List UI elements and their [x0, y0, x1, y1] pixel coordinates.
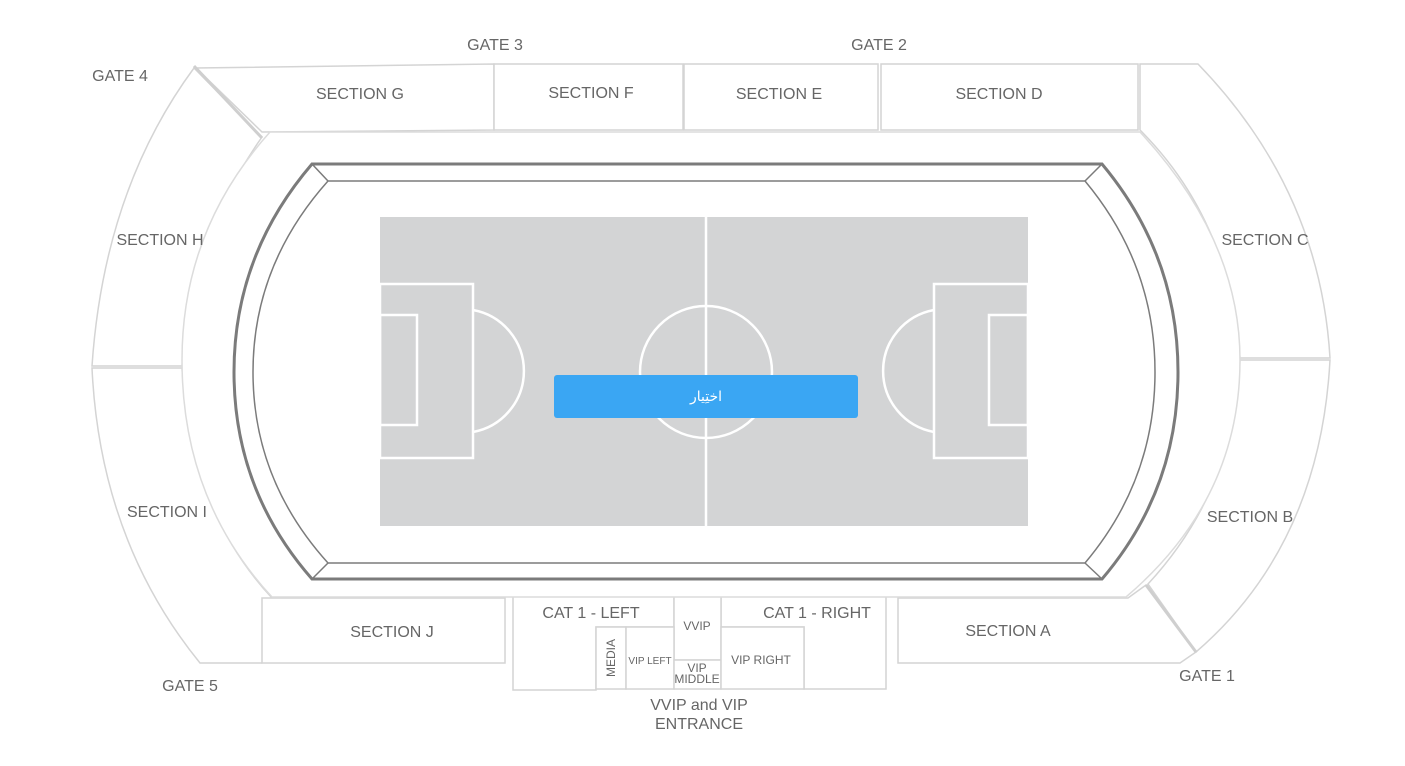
vip-middle-label-1: VIP [687, 661, 706, 675]
cat1-right-label: CAT 1 - RIGHT [763, 605, 871, 622]
entrance-label-1: VVIP and VIP [650, 697, 748, 714]
section-g-label: SECTION G [316, 86, 404, 103]
section-e-label: SECTION E [736, 86, 822, 103]
cat1-left-label: CAT 1 - LEFT [542, 605, 639, 622]
media-label: MEDIA [604, 639, 618, 677]
gate-4-label: GATE 4 [92, 68, 148, 85]
vip-right-label: VIP RIGHT [731, 653, 791, 667]
vip-right-area[interactable] [720, 626, 805, 690]
section-c-label: SECTION C [1221, 232, 1308, 249]
section-e-area[interactable] [683, 63, 879, 131]
section-a-label: SECTION A [965, 623, 1051, 640]
section-c-area[interactable] [1139, 63, 1331, 359]
gate-1-edge [1144, 584, 1198, 653]
entrance-label-2: ENTRANCE [655, 716, 743, 733]
section-f-label: SECTION F [548, 85, 634, 102]
gate-5-label: GATE 5 [162, 678, 218, 695]
gate-3-label: GATE 3 [467, 37, 523, 54]
section-d-label: SECTION D [955, 86, 1042, 103]
section-i-label: SECTION I [127, 504, 207, 521]
pitch [378, 217, 1030, 526]
section-j-label: SECTION J [350, 624, 434, 641]
gate-4-edge [192, 64, 264, 140]
section-d-area[interactable] [880, 63, 1139, 131]
vip-middle-label-2: MIDDLE [674, 672, 719, 686]
vip-left-area[interactable] [625, 626, 675, 690]
section-f-area[interactable] [493, 63, 684, 131]
section-b-label: SECTION B [1207, 509, 1293, 526]
vvip-label: VVIP [683, 619, 710, 633]
section-j-area[interactable] [261, 597, 506, 664]
vip-left-label: VIP LEFT [628, 656, 671, 667]
select-button[interactable]: اختِيار [554, 375, 858, 418]
gate-1-label: GATE 1 [1179, 668, 1235, 685]
section-h-label: SECTION H [116, 232, 203, 249]
gate-2-label: GATE 2 [851, 37, 907, 54]
